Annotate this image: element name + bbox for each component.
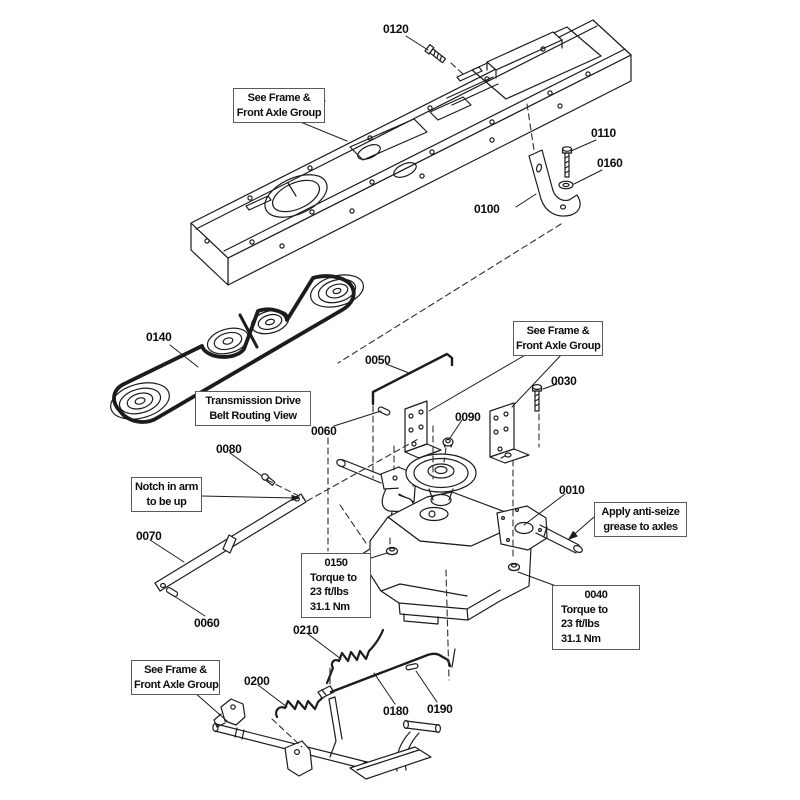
control-rod-0180 bbox=[329, 648, 456, 694]
frame-part bbox=[190, 19, 632, 286]
callout-0160: 0160 bbox=[597, 156, 623, 170]
note-line: Torque to bbox=[561, 603, 608, 616]
callout-0090: 0090 bbox=[455, 410, 481, 424]
torque-part-id: 0040 bbox=[584, 589, 608, 601]
nut-0150 bbox=[385, 546, 399, 556]
note-line: 31.1 Nm bbox=[561, 632, 601, 645]
callout-0190: 0190 bbox=[427, 702, 453, 716]
pin-0190 bbox=[405, 663, 419, 671]
callout-0210: 0210 bbox=[293, 623, 319, 637]
note-line: See Frame & bbox=[526, 325, 590, 337]
note-line: grease to axles bbox=[603, 520, 678, 533]
note-belt-routing: Transmission Drive Belt Routing View bbox=[195, 391, 311, 427]
nut-0040 bbox=[507, 562, 521, 572]
spring-0210 bbox=[325, 628, 385, 685]
mounting-bracket-left bbox=[404, 400, 442, 459]
mounting-bracket-right bbox=[489, 402, 530, 464]
pedal-assembly bbox=[212, 696, 442, 780]
callout-0100: 0100 bbox=[474, 202, 500, 216]
note-line: Torque to bbox=[310, 571, 357, 584]
belt-routing-view bbox=[110, 274, 364, 424]
note-torque-0150: 0150 Torque to 23 ft/lbs 31.1 Nm bbox=[301, 553, 371, 619]
callout-0070: 0070 bbox=[136, 529, 162, 543]
note-line: 23 ft/lbs bbox=[561, 618, 600, 631]
arrowhead-antiseize bbox=[568, 531, 578, 540]
note-see-frame-top: See Frame & Front Axle Group bbox=[233, 88, 325, 124]
nut-0090 bbox=[442, 437, 454, 448]
note-see-frame-middle: See Frame & Front Axle Group bbox=[513, 321, 603, 357]
transmission-pulley bbox=[405, 453, 477, 507]
brake-arm-0070 bbox=[154, 493, 307, 597]
bolt-0120 bbox=[424, 44, 447, 64]
note-line: Apply anti-seize bbox=[601, 506, 680, 518]
note-line: 31.1 Nm bbox=[310, 600, 350, 613]
leader-lines bbox=[149, 35, 603, 722]
note-antiseize: Apply anti-seize grease to axles bbox=[594, 502, 687, 538]
callout-0180: 0180 bbox=[383, 704, 409, 718]
drive-belt-0140 bbox=[112, 274, 356, 424]
arrowhead-notch bbox=[291, 494, 300, 501]
frame-holes bbox=[204, 46, 591, 249]
note-line: Belt Routing View bbox=[209, 409, 297, 422]
callout-0110: 0110 bbox=[591, 126, 616, 140]
callout-0120: 0120 bbox=[383, 22, 409, 36]
washer-0160 bbox=[558, 180, 574, 190]
bracket-0100 bbox=[528, 149, 581, 217]
callout-0060-rod: 0060 bbox=[311, 424, 337, 438]
callout-0030: 0030 bbox=[551, 374, 577, 388]
note-line: Front Axle Group bbox=[134, 678, 219, 691]
callout-0010: 0010 bbox=[559, 483, 585, 497]
bolt-0110 bbox=[561, 146, 573, 178]
note-line: to be up bbox=[146, 495, 187, 508]
support-rod-0050 bbox=[371, 352, 454, 416]
note-line: Front Axle Group bbox=[236, 106, 322, 119]
note-line: See Frame & bbox=[247, 92, 311, 104]
note-line: Transmission Drive bbox=[205, 395, 301, 407]
callout-0050: 0050 bbox=[365, 353, 391, 367]
note-notch-in-arm: Notch in arm to be up bbox=[131, 477, 202, 513]
torque-part-id: 0150 bbox=[324, 557, 348, 569]
note-line: Notch in arm bbox=[134, 481, 199, 493]
bolt-0080 bbox=[261, 473, 276, 486]
callout-0060-arm: 0060 bbox=[194, 616, 220, 630]
note-line: 23 ft/lbs bbox=[310, 586, 349, 599]
callout-0080: 0080 bbox=[216, 442, 242, 456]
note-see-frame-bottom: See Frame & Front Axle Group bbox=[131, 660, 220, 696]
bolt-0030 bbox=[531, 384, 543, 412]
callout-0140: 0140 bbox=[146, 330, 172, 344]
transmission-assembly bbox=[336, 453, 583, 625]
note-line: See Frame & bbox=[144, 664, 207, 676]
dashed-alignment-lines bbox=[266, 62, 562, 748]
callout-0200: 0200 bbox=[244, 674, 270, 688]
note-line: Front Axle Group bbox=[516, 339, 601, 352]
note-torque-0040: 0040 Torque to 23 ft/lbs 31.1 Nm bbox=[552, 585, 640, 651]
